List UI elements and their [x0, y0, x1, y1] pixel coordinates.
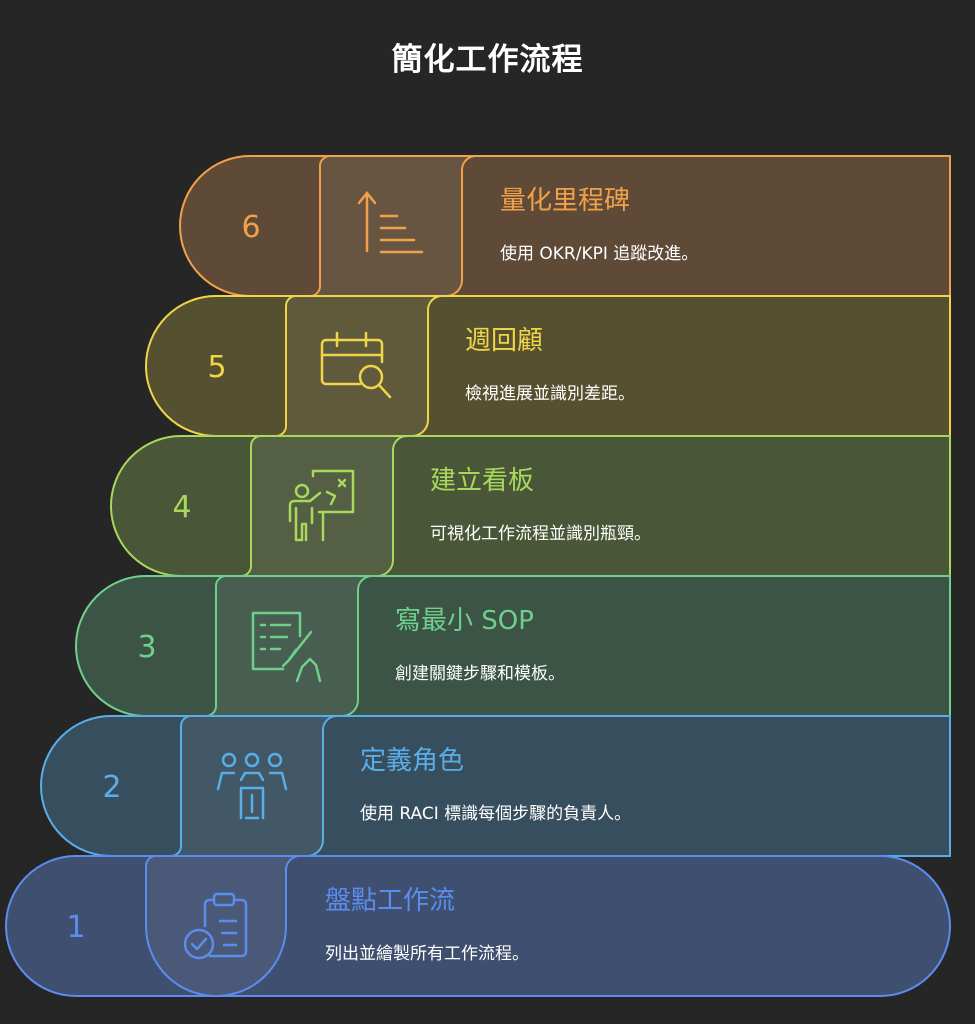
step-3-number: 3 [137, 630, 156, 665]
step-3: 3 寫最小 SOP 創建關鍵步驟和模板。 [75, 575, 951, 717]
clipboard-check-icon [183, 892, 248, 960]
step-3-band [75, 575, 951, 717]
team-roles-icon [216, 752, 288, 820]
document-writing-icon [251, 611, 322, 683]
step-1-number: 1 [66, 910, 85, 945]
step-2-description: 使用 RACI 標識每個步驟的負責人。 [360, 803, 631, 824]
step-4-description: 可視化工作流程並識別瓶頸。 [430, 524, 651, 544]
step-6-title: 量化里程碑 [500, 186, 630, 216]
step-6-number: 6 [241, 210, 260, 245]
step-4-connector [240, 435, 408, 577]
step-2: 2 定義角色 使用 RACI 標識每個步驟的負責人。 [40, 715, 951, 857]
step-2-title: 定義角色 [360, 746, 464, 776]
step-6-description: 使用 OKR/KPI 追蹤改進。 [500, 243, 698, 264]
step-6: 6 量化里程碑 使用 OKR/KPI 追蹤改進。 [179, 155, 951, 297]
step-1: 1 盤點工作流 列出並繪製所有工作流程。 [5, 855, 952, 998]
step-2-number: 2 [102, 770, 121, 805]
step-3-description: 創建關鍵步驟和模板。 [395, 664, 565, 684]
step-5-description: 檢視進展並識別差距。 [465, 384, 635, 404]
step-1-connector [145, 855, 301, 998]
presentation-board-icon [288, 469, 355, 542]
progress-bars-icon [357, 190, 424, 254]
step-5-connector [275, 295, 443, 437]
step-2-connector [170, 715, 338, 857]
calendar-search-icon [320, 331, 392, 399]
step-1-title: 盤點工作流 [325, 886, 455, 916]
step-5-title: 週回顧 [465, 326, 543, 356]
step-3-connector [205, 575, 373, 717]
step-2-band [40, 715, 951, 857]
step-1-description: 列出並繪製所有工作流程。 [325, 944, 529, 964]
step-6-connector [309, 155, 477, 297]
step-4-title: 建立看板 [430, 466, 534, 496]
step-4-band [110, 435, 951, 577]
step-4-number: 4 [172, 490, 191, 525]
step-5-band [145, 295, 951, 437]
step-6-band [179, 155, 951, 297]
step-4: 4 建立看板 可視化工作流程並識別瓶頸。 [110, 435, 951, 577]
diagram-title: 簡化工作流程 [391, 42, 584, 78]
step-5-number: 5 [207, 350, 226, 385]
step-5: 5 週回顧 檢視進展並識別差距。 [145, 295, 951, 437]
step-1-band [5, 855, 952, 997]
step-3-title: 寫最小 SOP [395, 606, 534, 636]
